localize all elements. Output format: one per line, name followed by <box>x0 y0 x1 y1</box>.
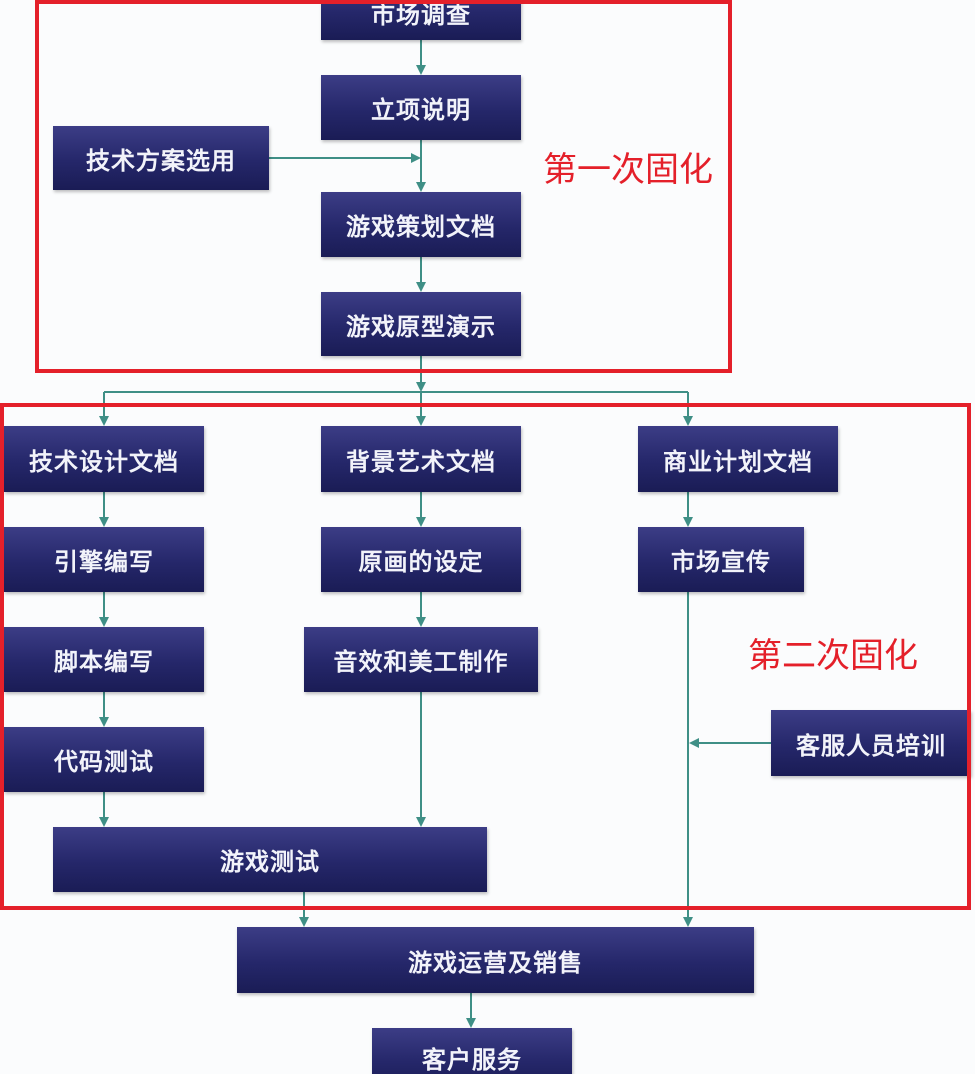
node-audio-art-production: 音效和美工制作 <box>304 627 538 692</box>
node-prototype-demo: 游戏原型演示 <box>321 292 521 356</box>
region-first-label: 第一次固化 <box>543 150 713 190</box>
node-tech-design-doc: 技术设计文档 <box>4 426 204 492</box>
region-second-solidification <box>0 403 971 910</box>
region-second-label: 第二次固化 <box>748 636 918 676</box>
node-script-coding: 脚本编写 <box>4 627 204 692</box>
node-code-testing: 代码测试 <box>4 727 204 792</box>
node-background-art-doc: 背景艺术文档 <box>321 426 521 492</box>
node-business-plan-doc: 商业计划文档 <box>638 426 838 492</box>
region-first-solidification <box>35 0 732 373</box>
node-customer-service-training: 客服人员培训 <box>771 710 971 776</box>
node-market-research: 市场调查 <box>321 0 521 40</box>
node-engine-coding: 引擎编写 <box>4 527 204 592</box>
node-project-statement: 立项说明 <box>321 75 521 140</box>
node-marketing: 市场宣传 <box>638 527 804 592</box>
node-tech-solution-selection: 技术方案选用 <box>53 126 269 190</box>
node-game-design-doc: 游戏策划文档 <box>321 192 521 257</box>
node-customer-service: 客户服务 <box>372 1028 572 1074</box>
node-game-testing: 游戏测试 <box>53 827 487 892</box>
node-concept-art-setting: 原画的设定 <box>321 527 521 592</box>
node-operations-sales: 游戏运营及销售 <box>237 927 754 993</box>
